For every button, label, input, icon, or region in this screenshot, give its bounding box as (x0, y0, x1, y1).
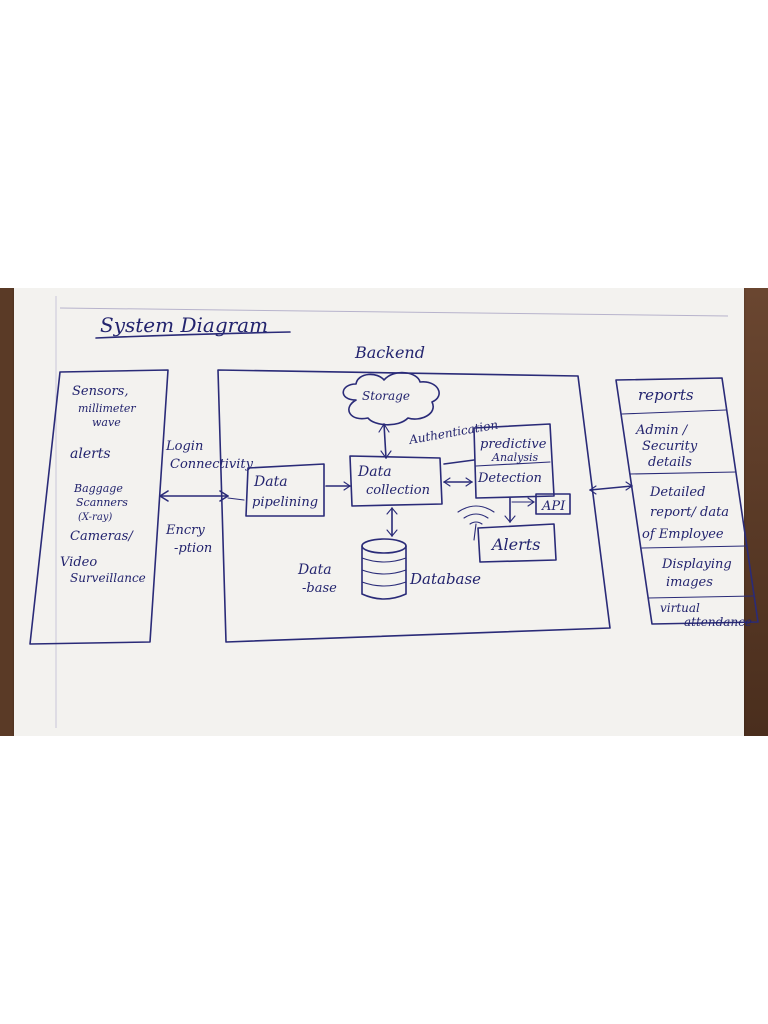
output-admin-line-2: Security (642, 439, 698, 454)
backend-label: Backend (354, 343, 425, 362)
photo-background: System Diagram Backend Sensors, millimet… (0, 288, 768, 736)
outputs-box (615, 377, 759, 625)
database-body (361, 545, 407, 600)
predictive-box (473, 423, 555, 499)
outputs-header: reports (638, 386, 694, 404)
predictive-line-1: predictive (480, 437, 547, 452)
outputs-divider-2 (629, 471, 737, 475)
alerts-box (477, 523, 557, 563)
arrowhead-left (159, 490, 169, 502)
arrowhead-collection-left (443, 477, 451, 487)
signal-wave-1 (469, 521, 483, 525)
input-video-line-1: Video (60, 555, 97, 570)
input-sensors-line-1: Sensors, (72, 384, 129, 399)
output-images-line-1: Displaying (661, 557, 732, 572)
signal-wave-2 (463, 513, 489, 519)
data-collection-box (349, 455, 443, 507)
output-report-line-3: of Employee (642, 527, 724, 542)
arrowhead-collection-down (380, 450, 392, 459)
output-report-line-1: Detailed (649, 485, 705, 500)
arrow-to-predictive (443, 459, 475, 465)
output-report-line-2: report/ data (650, 505, 729, 520)
output-admin-line-3: details (648, 455, 692, 470)
arrowhead-backend-left (589, 485, 597, 495)
output-admin-security: Admin / Security details (635, 423, 698, 470)
api-label: API (541, 499, 566, 514)
input-sensors: Sensors, millimeter wave (72, 384, 136, 429)
database-band-2 (361, 569, 407, 575)
input-cameras-line-1: Cameras/ (70, 529, 134, 544)
title-underline (95, 331, 291, 339)
storage-label: Storage (362, 389, 410, 403)
input-baggage-scanners: Baggage Scanners (X-ray) (73, 482, 128, 523)
input-baggage-line-2: Scanners (76, 496, 128, 509)
database-top (361, 538, 407, 554)
system-diagram: System Diagram Backend Sensors, millimet… (29, 296, 759, 728)
data-pipeline-line-1: Data (253, 474, 288, 490)
arrow-to-pipeline (227, 497, 245, 501)
output-detailed-report: Detailed report/ data of Employee (642, 485, 729, 542)
input-video-line-2: Surveillance (70, 571, 146, 585)
signal-wave-3 (457, 505, 495, 513)
arrowhead-right (219, 490, 229, 502)
database-band-3 (361, 581, 407, 587)
output-virtual-attendance: virtual attendance (660, 601, 752, 629)
output-admin-line-1: Admin / (635, 423, 689, 438)
detection-label: Detection (477, 471, 542, 486)
input-alerts-line-1: alerts (70, 446, 111, 462)
input-baggage-line-3: (X-ray) (78, 512, 112, 523)
login-label-line-2: Connectivity (170, 457, 254, 472)
input-cameras: Cameras/ (70, 529, 134, 544)
data-pipeline-line-2: pipelining (252, 495, 318, 510)
predictive-line-2: Analysis (491, 451, 538, 464)
database-label: Database (409, 570, 481, 588)
input-video-surveillance: Video Surveillance (60, 555, 146, 585)
database-side-line-2: -base (302, 581, 337, 596)
arrowhead-to-collection (343, 481, 351, 491)
outputs-divider-4 (647, 595, 755, 599)
arrowhead-alerts (504, 515, 516, 523)
database-band-1 (361, 557, 407, 563)
inputs-box (29, 369, 169, 645)
outputs-divider-1 (621, 409, 727, 415)
alerts-label: Alerts (490, 535, 540, 554)
outputs-divider-3 (641, 545, 747, 549)
arrowhead-database-down (386, 529, 398, 537)
arrow-backend-outputs (589, 485, 633, 491)
paper-sheet (14, 288, 744, 736)
input-sensors-line-2: millimeter (78, 402, 136, 415)
output-images-line-2: images (666, 575, 713, 590)
storage-cloud (342, 371, 440, 426)
arrowhead-database-up (386, 507, 398, 515)
input-alerts: alerts (70, 446, 111, 462)
signal-stem (473, 523, 477, 541)
output-attendance-line-1: virtual (660, 601, 700, 615)
signal-icon (457, 505, 495, 541)
database-icon (361, 538, 407, 600)
encryption-label-line-1: Encry (165, 523, 205, 538)
api-box (535, 493, 571, 515)
arrowhead-api (527, 497, 535, 507)
arrowhead-detection-right (465, 477, 473, 487)
encryption-label-line-2: -ption (174, 541, 212, 556)
arrow-storage-collection (383, 423, 387, 459)
input-sensors-line-3: wave (92, 416, 121, 429)
data-collection-line-2: collection (366, 483, 430, 498)
database-side-line-1: Data (297, 562, 332, 578)
arrowhead-storage-up (378, 422, 390, 433)
predictive-divider (475, 461, 551, 467)
backend-box (217, 369, 611, 643)
data-pipeline-box (245, 463, 325, 517)
output-attendance-line-2: attendance (684, 615, 752, 629)
output-displaying-images: Displaying images (661, 557, 732, 590)
input-baggage-line-1: Baggage (73, 482, 123, 495)
data-collection-line-1: Data (357, 464, 392, 480)
login-label-line-1: Login (165, 439, 203, 454)
